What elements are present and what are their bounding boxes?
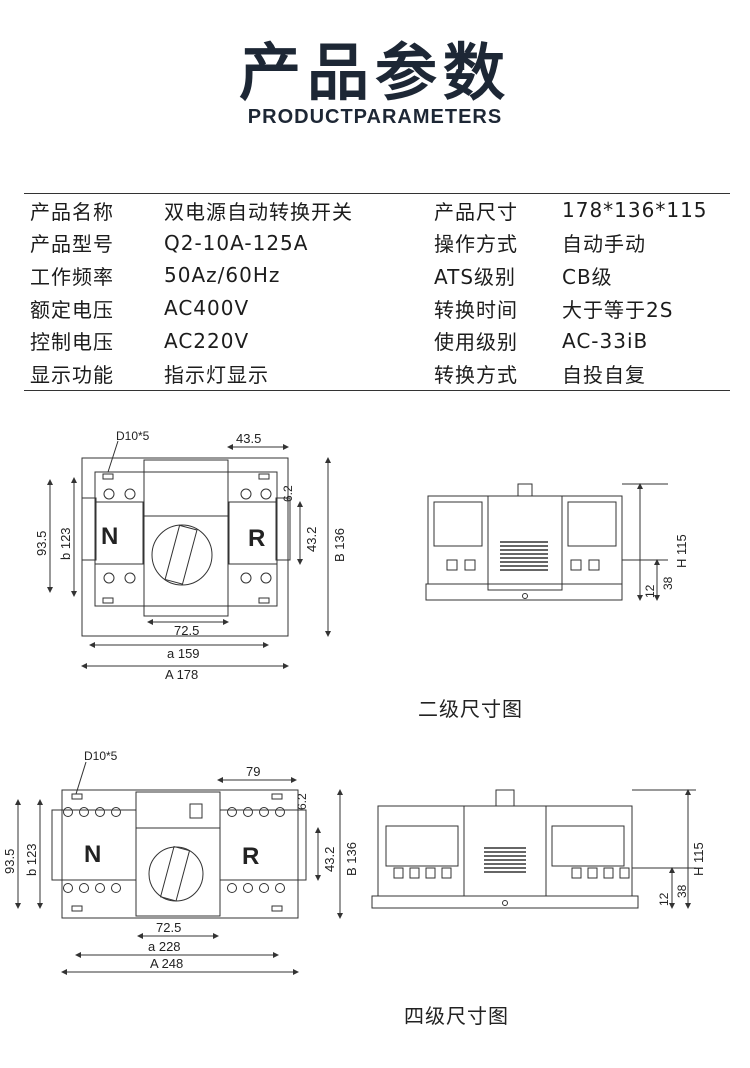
table-row: 控制电压 AC220V 使用级别 AC-33iB — [24, 324, 730, 357]
dim-hole: D10*5 — [84, 749, 118, 763]
param-value: 自动手动 — [562, 232, 646, 257]
front-view-4p — [15, 761, 343, 975]
page-subtitle: PRODUCTPARAMETERS — [247, 106, 503, 128]
param-key: 转换时间 — [434, 297, 518, 322]
param-key: ATS级别 — [434, 264, 517, 289]
params-table: 产品名称 双电源自动转换开关 产品尺寸 178*136*115 产品型号 Q2-… — [24, 193, 730, 391]
param-value: 自投自复 — [562, 362, 646, 387]
dim-6-2: 6.2 — [281, 485, 295, 502]
dim-12: 12 — [657, 892, 671, 906]
caption-4p: 四级尺寸图 — [404, 1004, 509, 1028]
param-value: AC400V — [164, 296, 250, 321]
dim-B: B 136 — [344, 842, 359, 876]
table-row: 额定电压 AC400V 转换时间 大于等于2S — [24, 292, 730, 325]
dim-H: H 115 — [674, 534, 689, 568]
dim-A: A 248 — [150, 956, 183, 971]
dim-B: B 136 — [332, 528, 347, 562]
dim-38: 38 — [661, 576, 675, 590]
param-value: 50Az/60Hz — [164, 263, 281, 288]
label-r: R — [242, 843, 259, 870]
dim-93-5: 93.5 — [2, 849, 17, 874]
dim-top: 43.5 — [236, 431, 261, 446]
param-value: 178*136*115 — [562, 198, 708, 223]
dim-12: 12 — [643, 584, 657, 598]
param-value: AC220V — [164, 328, 250, 353]
param-key: 产品型号 — [30, 232, 114, 257]
param-key: 产品尺寸 — [434, 199, 518, 224]
dim-b: b 123 — [24, 843, 39, 876]
dim-43-2: 43.2 — [322, 847, 337, 872]
param-key: 控制电压 — [30, 330, 114, 355]
front-view-2p — [47, 440, 331, 669]
dim-hole: D10*5 — [116, 429, 150, 443]
param-value: Q2-10A-125A — [164, 230, 309, 255]
param-key: 显示功能 — [30, 362, 114, 387]
param-key: 额定电压 — [30, 297, 114, 322]
param-key: 工作频率 — [30, 264, 114, 289]
dim-H: H 115 — [691, 842, 706, 876]
page-title: 产品参数 — [238, 36, 511, 109]
label-r: R — [248, 525, 265, 552]
param-value: AC-33iB — [562, 328, 649, 353]
dim-A: A 178 — [165, 667, 198, 682]
dim-6-2: 6.2 — [295, 793, 309, 810]
table-row: 产品型号 Q2-10A-125A 操作方式 自动手动 — [24, 227, 730, 260]
caption-2p: 二级尺寸图 — [418, 697, 523, 721]
param-key: 转换方式 — [434, 362, 518, 387]
side-view-4p — [371, 789, 696, 909]
label-n: N — [101, 523, 118, 550]
table-row: 显示功能 指示灯显示 转换方式 自投自复 — [24, 357, 730, 390]
table-row: 工作频率 50Az/60Hz ATS级别 CB级 — [24, 259, 730, 292]
table-row: 产品名称 双电源自动转换开关 产品尺寸 178*136*115 — [24, 194, 730, 227]
side-view-2p — [425, 483, 668, 601]
dim-72-5: 72.5 — [174, 623, 199, 638]
dim-38: 38 — [675, 884, 689, 898]
label-n: N — [84, 841, 101, 868]
dim-a: a 159 — [167, 646, 200, 661]
param-value: 指示灯显示 — [164, 362, 269, 387]
param-value: 大于等于2S — [562, 297, 674, 322]
param-value: CB级 — [562, 264, 613, 289]
dim-43-2: 43.2 — [304, 527, 319, 552]
param-key: 产品名称 — [30, 199, 114, 224]
dim-b: b 123 — [58, 527, 73, 560]
param-key: 使用级别 — [434, 330, 518, 355]
param-key: 操作方式 — [434, 232, 518, 257]
param-value: 双电源自动转换开关 — [164, 199, 353, 224]
dim-72-5: 72.5 — [156, 920, 181, 935]
dim-a: a 228 — [148, 939, 181, 954]
dim-93-5: 93.5 — [34, 531, 49, 556]
dim-top: 79 — [246, 764, 260, 779]
